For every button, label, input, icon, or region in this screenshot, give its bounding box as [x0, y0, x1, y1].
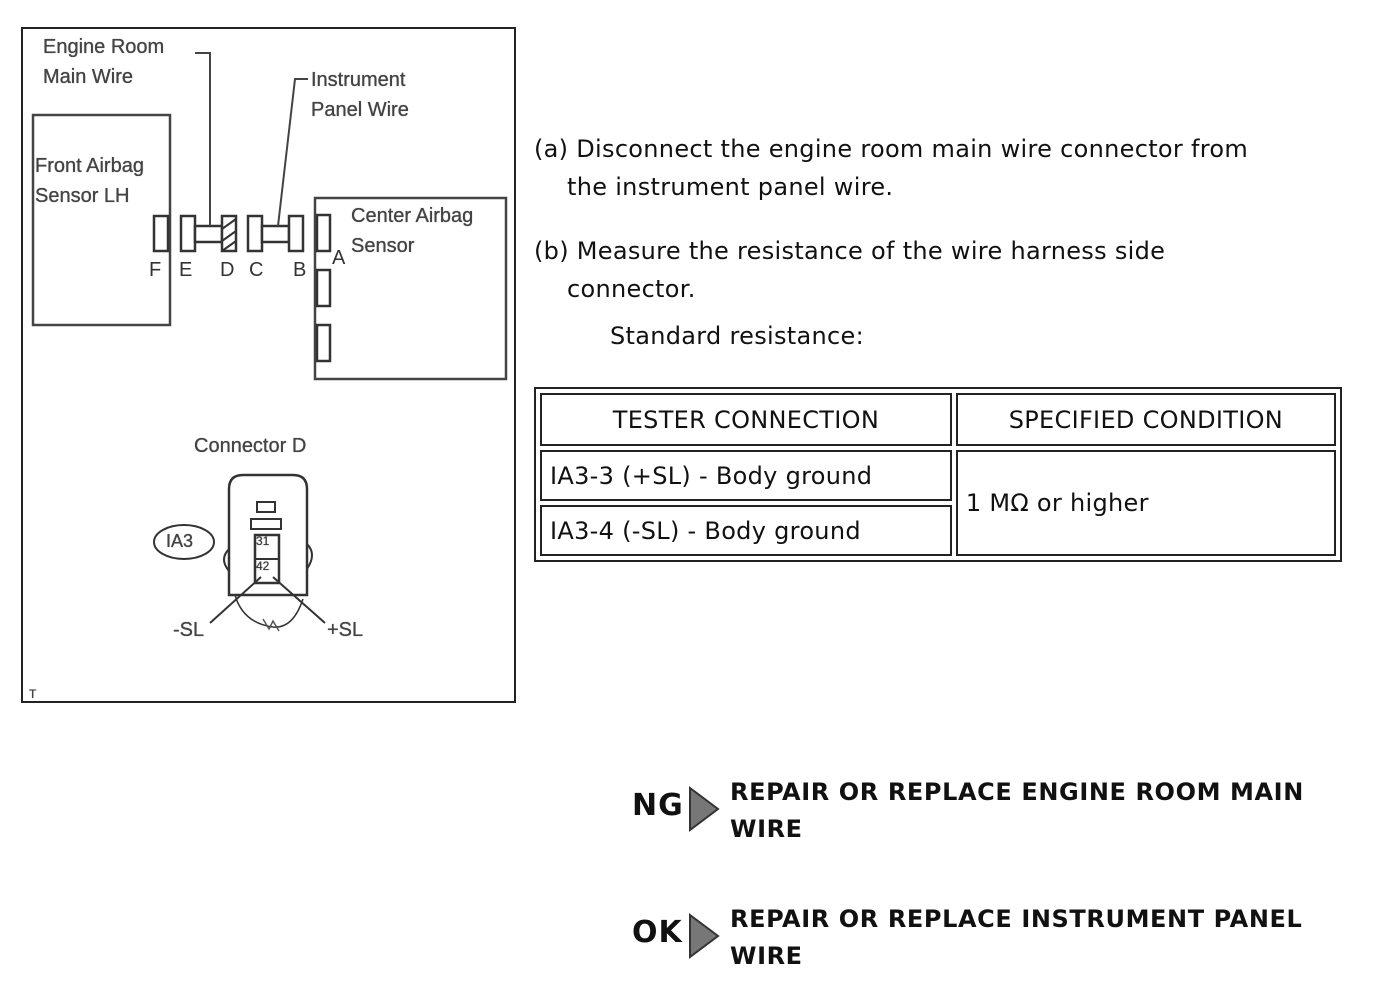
wiring-diagram: Engine Room Main Wire Instrument Panel W…	[21, 27, 516, 703]
step-b: (b) Measure the resistance of the wire h…	[534, 232, 1165, 308]
center-airbag-sensor-box	[313, 196, 508, 381]
connector-d-title: Connector D	[194, 435, 307, 457]
connector-letter-e: E	[179, 259, 193, 281]
spec-table: TESTER CONNECTION SPECIFIED CONDITION IA…	[534, 387, 1342, 562]
step-a-line2: the instrument panel wire.	[567, 173, 894, 201]
minus-sl-label: -SL	[173, 619, 205, 641]
step-a: (a) Disconnect the engine room main wire…	[534, 130, 1248, 206]
connector-d-shape	[220, 214, 238, 253]
cell-connection-2: IA3-4 (-SL) - Body ground	[540, 505, 952, 556]
arrow-right-icon	[689, 913, 720, 959]
connector-letter-c: C	[249, 259, 264, 281]
arrow-right-icon	[689, 786, 720, 832]
cell-connection-1: IA3-3 (+SL) - Body ground	[540, 450, 952, 502]
connector-letter-b: B	[293, 259, 307, 281]
connector-d-detail	[153, 473, 326, 632]
ia3-badge: IA3	[166, 531, 194, 551]
standard-resistance-label: Standard resistance:	[610, 322, 864, 350]
step-b-line1: (b) Measure the resistance of the wire h…	[534, 237, 1166, 265]
table-row: IA3-4 (-SL) - Body ground	[540, 505, 1336, 556]
table-row: IA3-3 (+SL) - Body ground 1 MΩ or higher	[540, 450, 1336, 556]
corner-mark: T	[29, 687, 37, 701]
result-ng[interactable]: NG REPAIR OR REPLACE ENGINE ROOM MAIN WI…	[632, 774, 1330, 848]
cell-condition: 1 MΩ or higher	[955, 450, 1336, 556]
pin-numbers-bottom: 42	[256, 559, 270, 573]
result-ok-text: REPAIR OR REPLACE INSTRUMENT PANEL WIRE	[730, 905, 1303, 970]
table-header-row: TESTER CONNECTION SPECIFIED CONDITION	[540, 393, 1336, 447]
connector-letter-f: F	[149, 259, 162, 281]
connector-f-shape	[152, 214, 170, 253]
center-airbag-sensor-label: Center Airbag Sensor	[351, 205, 474, 257]
engine-room-main-wire-label: Engine Room Main Wire	[43, 36, 165, 88]
result-ng-code: NG	[632, 788, 684, 823]
connector-c-shape	[246, 214, 264, 253]
diagram-graphics	[31, 52, 508, 632]
pin-numbers-top: 31	[256, 534, 270, 548]
connector-letter-d: D	[220, 259, 235, 281]
connector-b-shape	[287, 214, 305, 253]
header-specified-condition: SPECIFIED CONDITION	[955, 393, 1336, 447]
step-a-line1: (a) Disconnect the engine room main wire…	[534, 135, 1249, 163]
connector-letter-a: A	[332, 247, 346, 269]
result-ng-text: REPAIR OR REPLACE ENGINE ROOM MAIN WIRE	[730, 778, 1304, 843]
result-ok[interactable]: OK REPAIR OR REPLACE INSTRUMENT PANEL WI…	[632, 901, 1330, 975]
header-tester-connection: TESTER CONNECTION	[540, 393, 952, 447]
instrument-panel-wire-label: Instrument Panel Wire	[311, 69, 409, 121]
result-ok-code: OK	[632, 915, 683, 950]
connector-a-shape	[315, 213, 332, 253]
plus-sl-label: +SL	[327, 619, 364, 641]
front-airbag-sensor-lh-label: Front Airbag Sensor LH	[35, 155, 144, 207]
connector-e-shape	[179, 214, 197, 253]
step-b-line2: connector.	[567, 275, 696, 303]
front-airbag-sensor-box	[31, 113, 172, 327]
